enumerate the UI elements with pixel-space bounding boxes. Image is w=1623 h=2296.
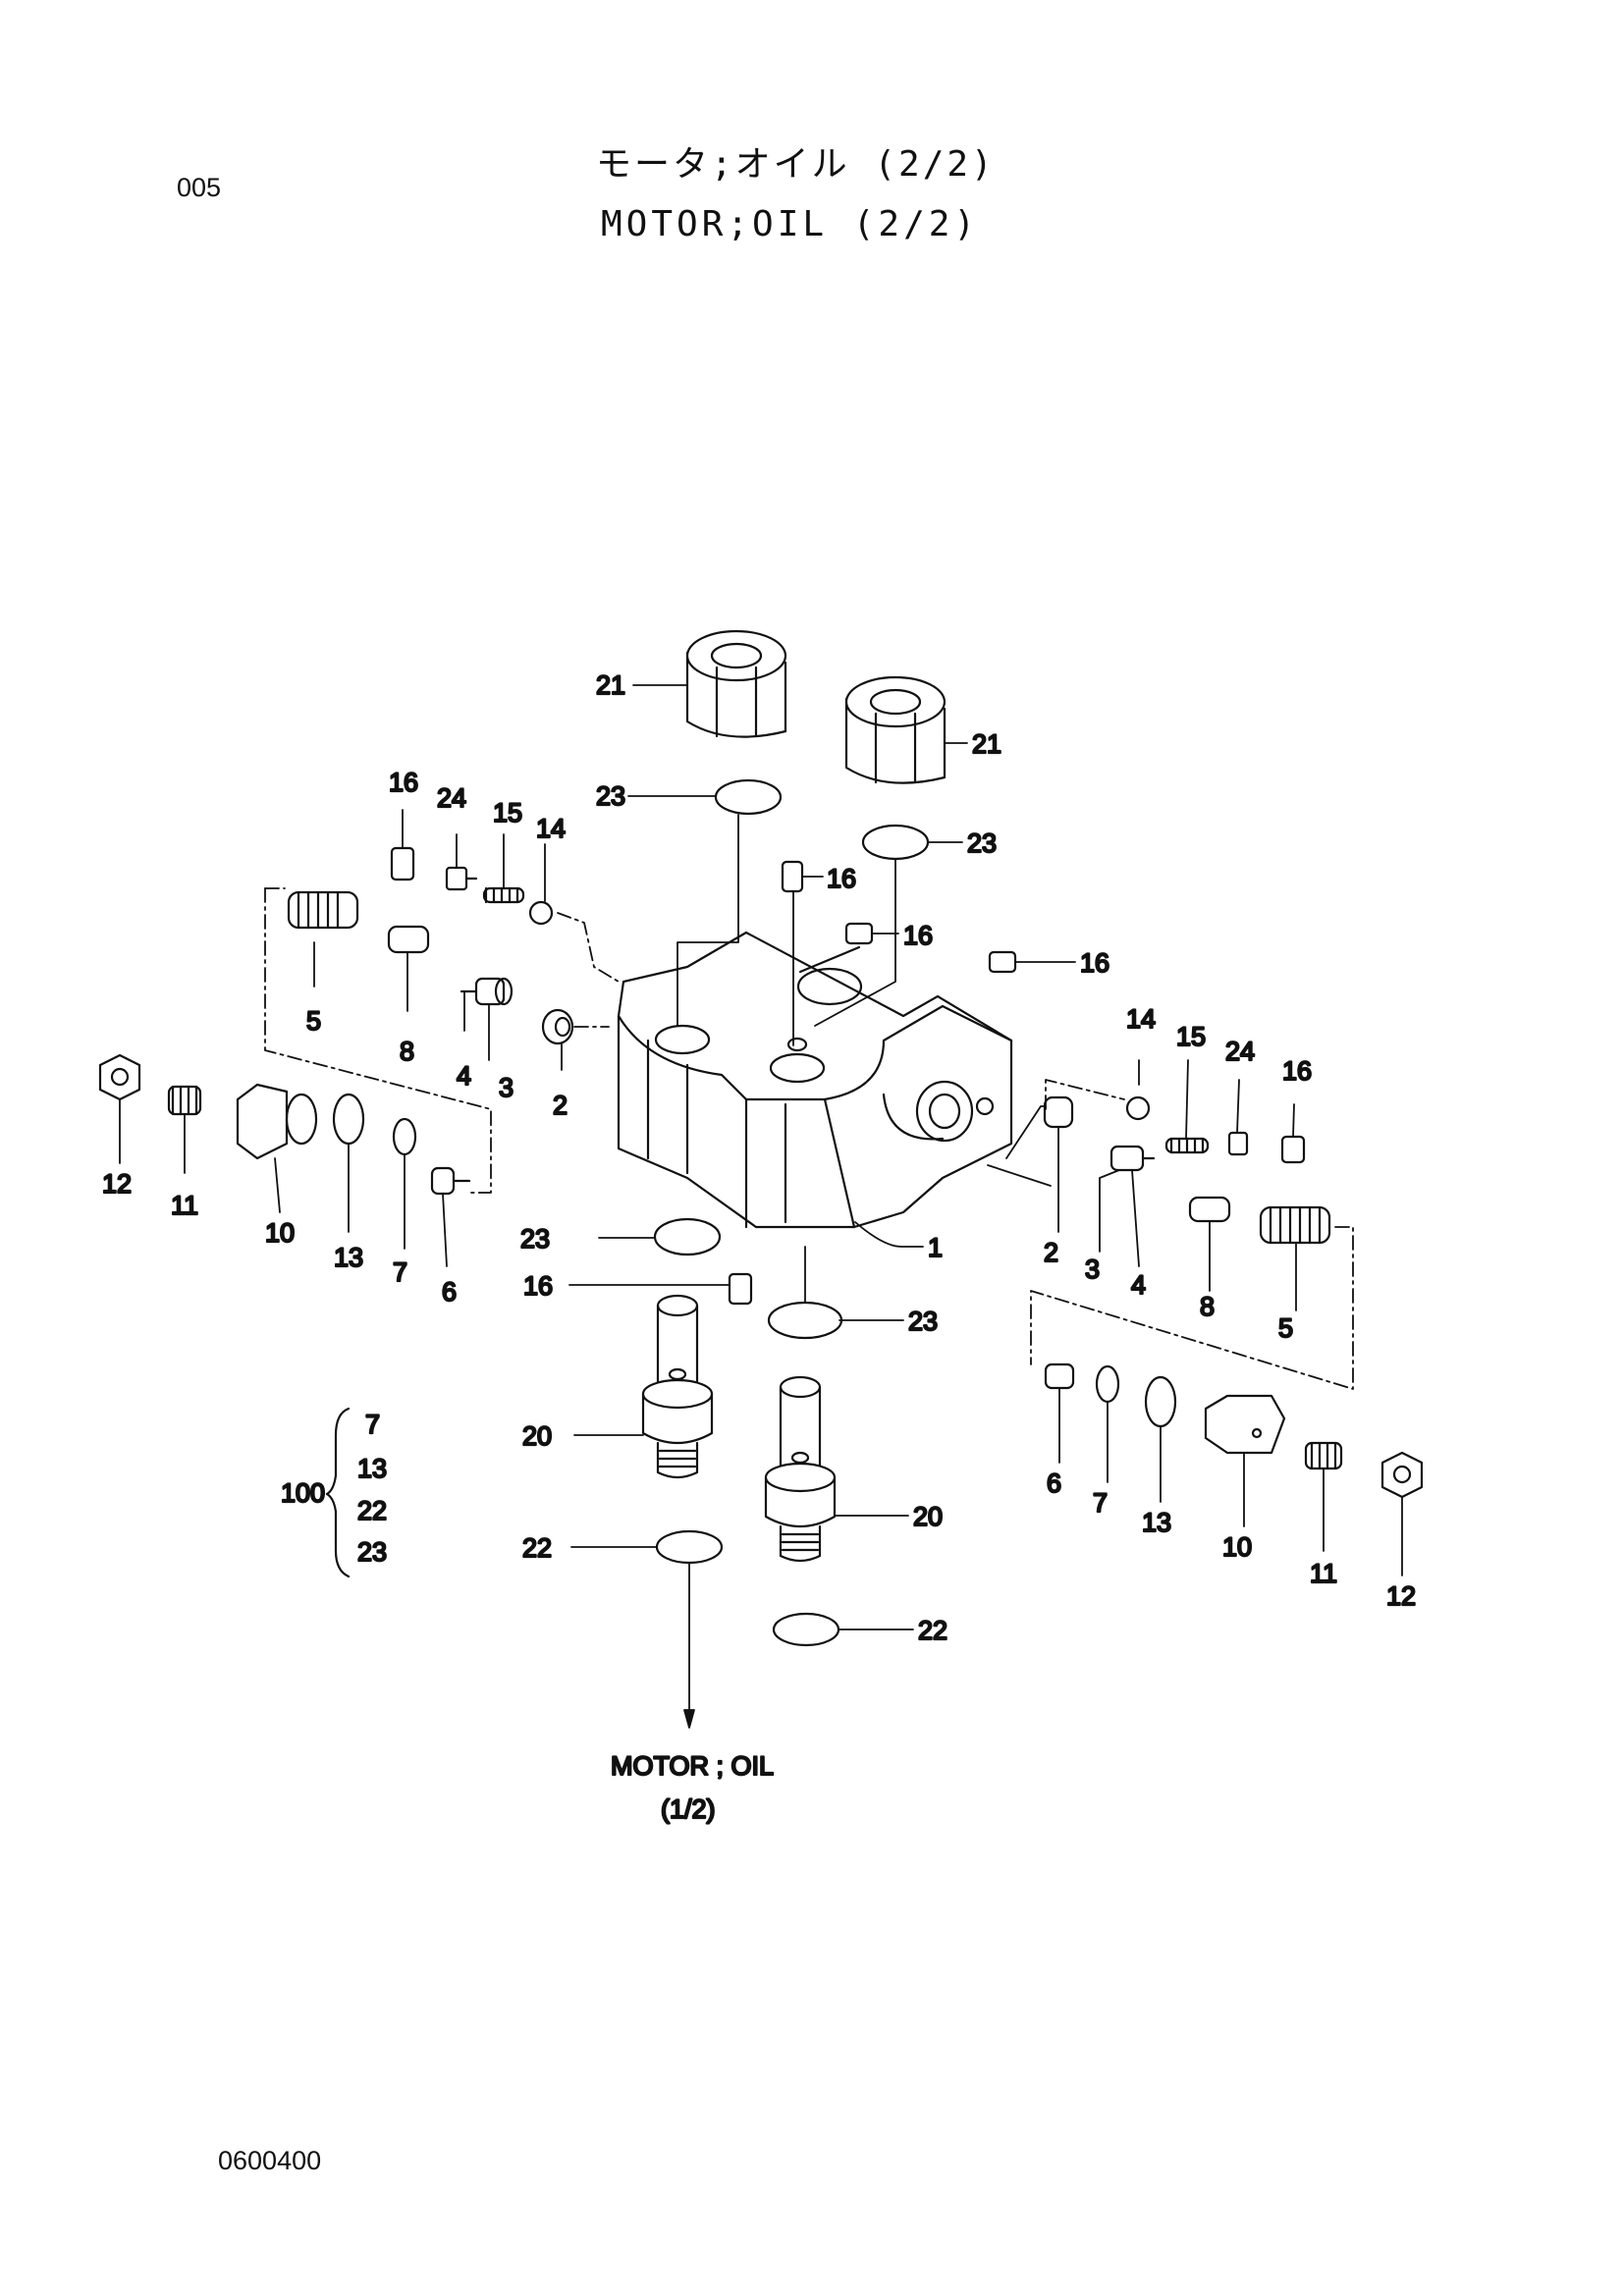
- reference-label: MOTOR ; OIL: [611, 1751, 774, 1781]
- callout-21: 21: [972, 729, 1001, 759]
- callout-10: 10: [265, 1218, 295, 1248]
- footer-code: 0600400: [218, 2146, 322, 2175]
- title-english: MOTOR;OIL (2/2): [601, 204, 980, 244]
- callout-5: 5: [1278, 1313, 1293, 1343]
- kit-item: 13: [357, 1454, 387, 1483]
- callout-20: 20: [522, 1421, 552, 1451]
- callout-1: 1: [928, 1233, 943, 1262]
- callout-5: 5: [306, 1006, 321, 1036]
- callout-13: 13: [334, 1243, 363, 1272]
- valve-body-block: [617, 931, 1013, 1229]
- callout-6: 6: [1047, 1468, 1061, 1498]
- callout-4: 4: [1131, 1270, 1146, 1300]
- callout-14: 14: [536, 814, 566, 843]
- callout-14: 14: [1126, 1004, 1156, 1034]
- kit-item: 22: [357, 1496, 387, 1525]
- callout-16: 16: [523, 1271, 553, 1301]
- callout-11: 11: [1310, 1559, 1337, 1588]
- kit-number: 100: [281, 1478, 325, 1508]
- callout-22: 22: [918, 1616, 947, 1645]
- kit-item: 7: [365, 1410, 380, 1439]
- callout-21: 21: [596, 670, 625, 700]
- callout-24: 24: [437, 783, 466, 813]
- hex-nut-21-left: [685, 629, 787, 738]
- callout-23: 23: [967, 828, 997, 858]
- callout-23: 23: [596, 781, 625, 811]
- small-parts-left: [98, 866, 574, 1196]
- callout-16: 16: [389, 768, 418, 797]
- callout-3: 3: [499, 1073, 514, 1102]
- callout-16: 16: [1282, 1056, 1312, 1086]
- callout-4: 4: [457, 1061, 471, 1091]
- page-code: 005: [177, 173, 222, 202]
- callout-11: 11: [171, 1191, 198, 1220]
- callout-10: 10: [1222, 1532, 1252, 1562]
- callout-6: 6: [442, 1277, 457, 1307]
- callout-16: 16: [1080, 948, 1109, 978]
- callout-8: 8: [1200, 1292, 1215, 1321]
- callout-13: 13: [1142, 1508, 1171, 1537]
- callout-23: 23: [520, 1224, 550, 1254]
- callout-16: 16: [903, 921, 933, 950]
- subassembly-brackets: [264, 887, 1354, 1390]
- callout-12: 12: [1386, 1581, 1416, 1611]
- callout-3: 3: [1085, 1255, 1100, 1284]
- title-japanese: モータ;オイル (2/2): [596, 144, 996, 185]
- banjo-fitting-20-left: [641, 1294, 714, 1479]
- callout-7: 7: [1093, 1488, 1108, 1518]
- callout-12: 12: [102, 1169, 132, 1199]
- callout-8: 8: [400, 1037, 414, 1066]
- kit-item: 23: [357, 1537, 387, 1567]
- callout-23: 23: [908, 1307, 938, 1336]
- callout-20: 20: [913, 1502, 943, 1531]
- callout-15: 15: [493, 798, 522, 828]
- callout-22: 22: [522, 1533, 552, 1563]
- callout-2: 2: [1044, 1238, 1058, 1267]
- callout-15: 15: [1176, 1022, 1206, 1051]
- callout-24: 24: [1225, 1037, 1255, 1066]
- callout-16: 16: [827, 864, 856, 893]
- callout-7: 7: [393, 1257, 407, 1287]
- hex-nut-21-right: [844, 675, 947, 784]
- reference-page: (1/2): [661, 1794, 716, 1824]
- kit-brace: [325, 1407, 351, 1578]
- small-parts-right: [1043, 1095, 1424, 1499]
- leader-lines: [119, 684, 1403, 1729]
- banjo-fitting-20-right: [764, 1375, 837, 1563]
- callout-2: 2: [553, 1091, 568, 1120]
